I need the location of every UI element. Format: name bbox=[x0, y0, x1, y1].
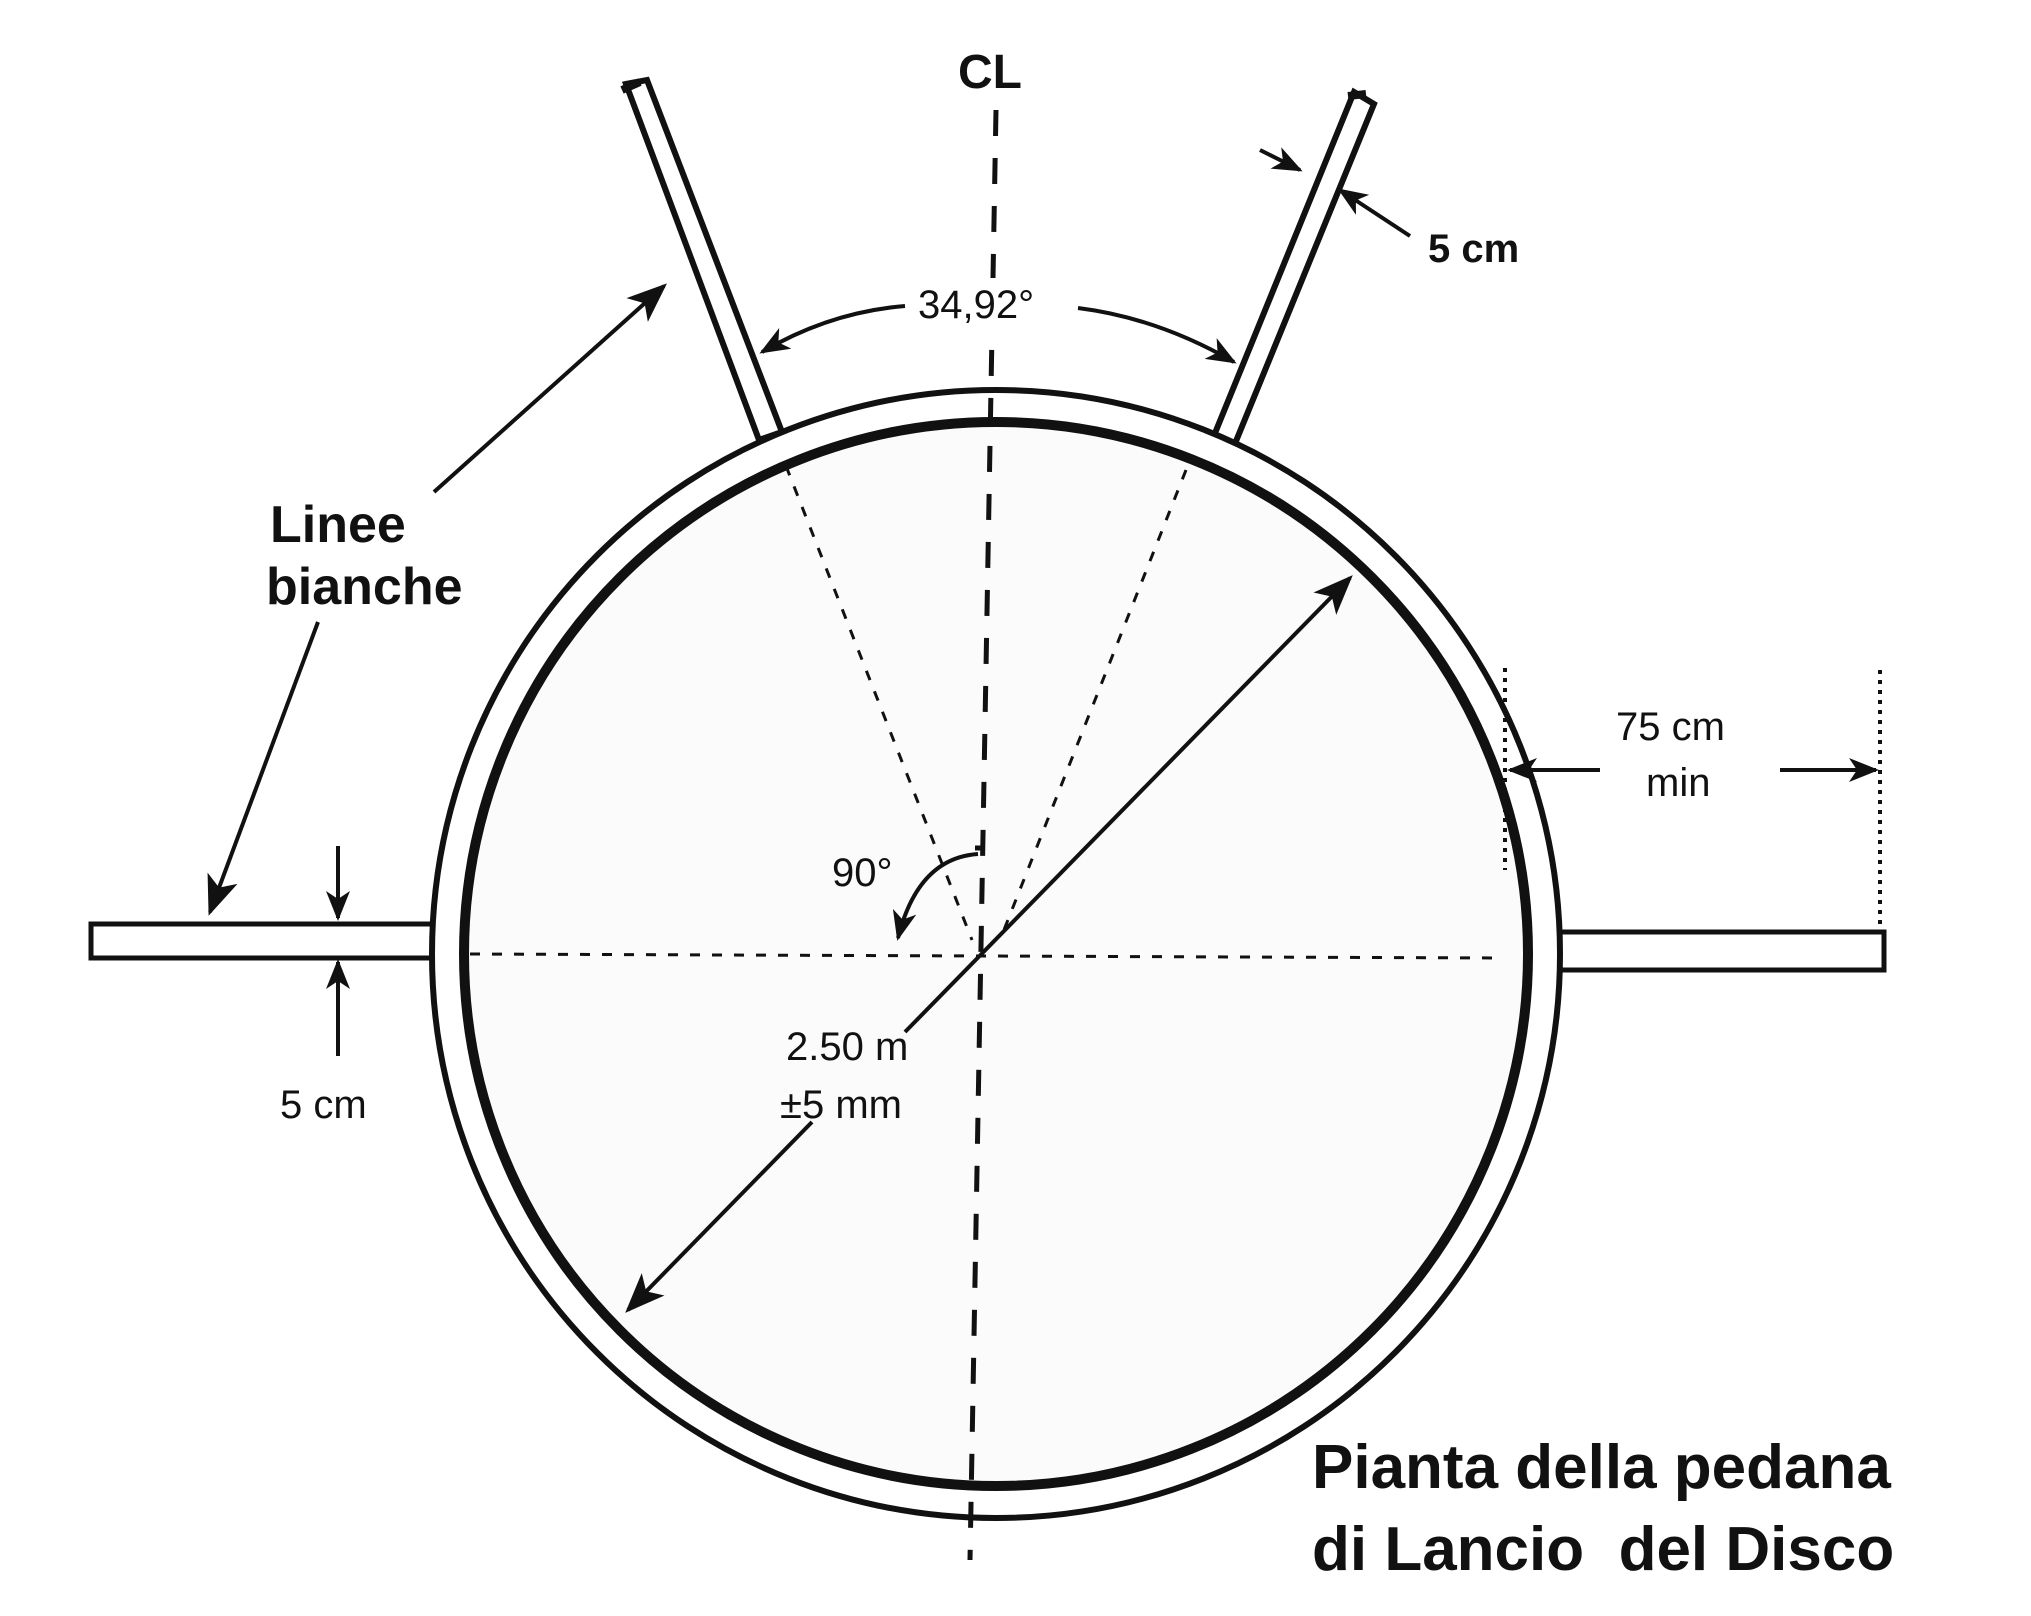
caption-line-1: Pianta della pedana bbox=[1312, 1433, 1891, 1502]
white-line-right bbox=[1505, 929, 1887, 973]
min-extension-label-1: 75 cm bbox=[1616, 705, 1725, 749]
width-marker-top-a bbox=[1259, 147, 1303, 172]
horizontal-axis bbox=[469, 952, 1501, 960]
diameter-arrow-upper bbox=[903, 575, 1353, 1034]
sector-projection-right bbox=[998, 469, 1188, 941]
right-angle-label: 90° bbox=[832, 851, 893, 895]
white-lines-label-1: Linee bbox=[270, 496, 406, 554]
right-angle-arc bbox=[892, 852, 979, 941]
sector-angle-arc-left bbox=[759, 304, 906, 354]
centerline bbox=[967, 109, 999, 1561]
diameter-arrow-lower bbox=[625, 1120, 814, 1313]
width-marker-top-b bbox=[1337, 188, 1412, 238]
sector-angle-label-bg bbox=[912, 278, 1074, 328]
line-width-left-label: 5 cm bbox=[280, 1083, 367, 1127]
white-lines-label-2: bianche bbox=[266, 558, 463, 616]
diameter-label-2: ±5 mm bbox=[780, 1083, 902, 1127]
sector-projection-left bbox=[784, 465, 974, 941]
diameter-label-1: 2.50 m bbox=[786, 1025, 908, 1069]
sector-angle-arc-right bbox=[1077, 306, 1237, 364]
line-width-top-label: 5 cm bbox=[1428, 227, 1519, 271]
sector-line-left bbox=[620, 76, 786, 444]
sector-angle-label: 34,92° bbox=[918, 283, 1034, 327]
sector-line-right bbox=[1209, 87, 1378, 450]
centerline-label: CL bbox=[958, 46, 1022, 99]
caption-line-2: di Lancio del Disco bbox=[1312, 1515, 1894, 1584]
white-line-left bbox=[88, 921, 466, 961]
white-lines-arrow-top bbox=[432, 283, 667, 494]
throwing-circle bbox=[429, 387, 1563, 1521]
min-extension-label-2: min bbox=[1646, 761, 1710, 805]
white-lines-arrow-bottom bbox=[207, 621, 320, 916]
